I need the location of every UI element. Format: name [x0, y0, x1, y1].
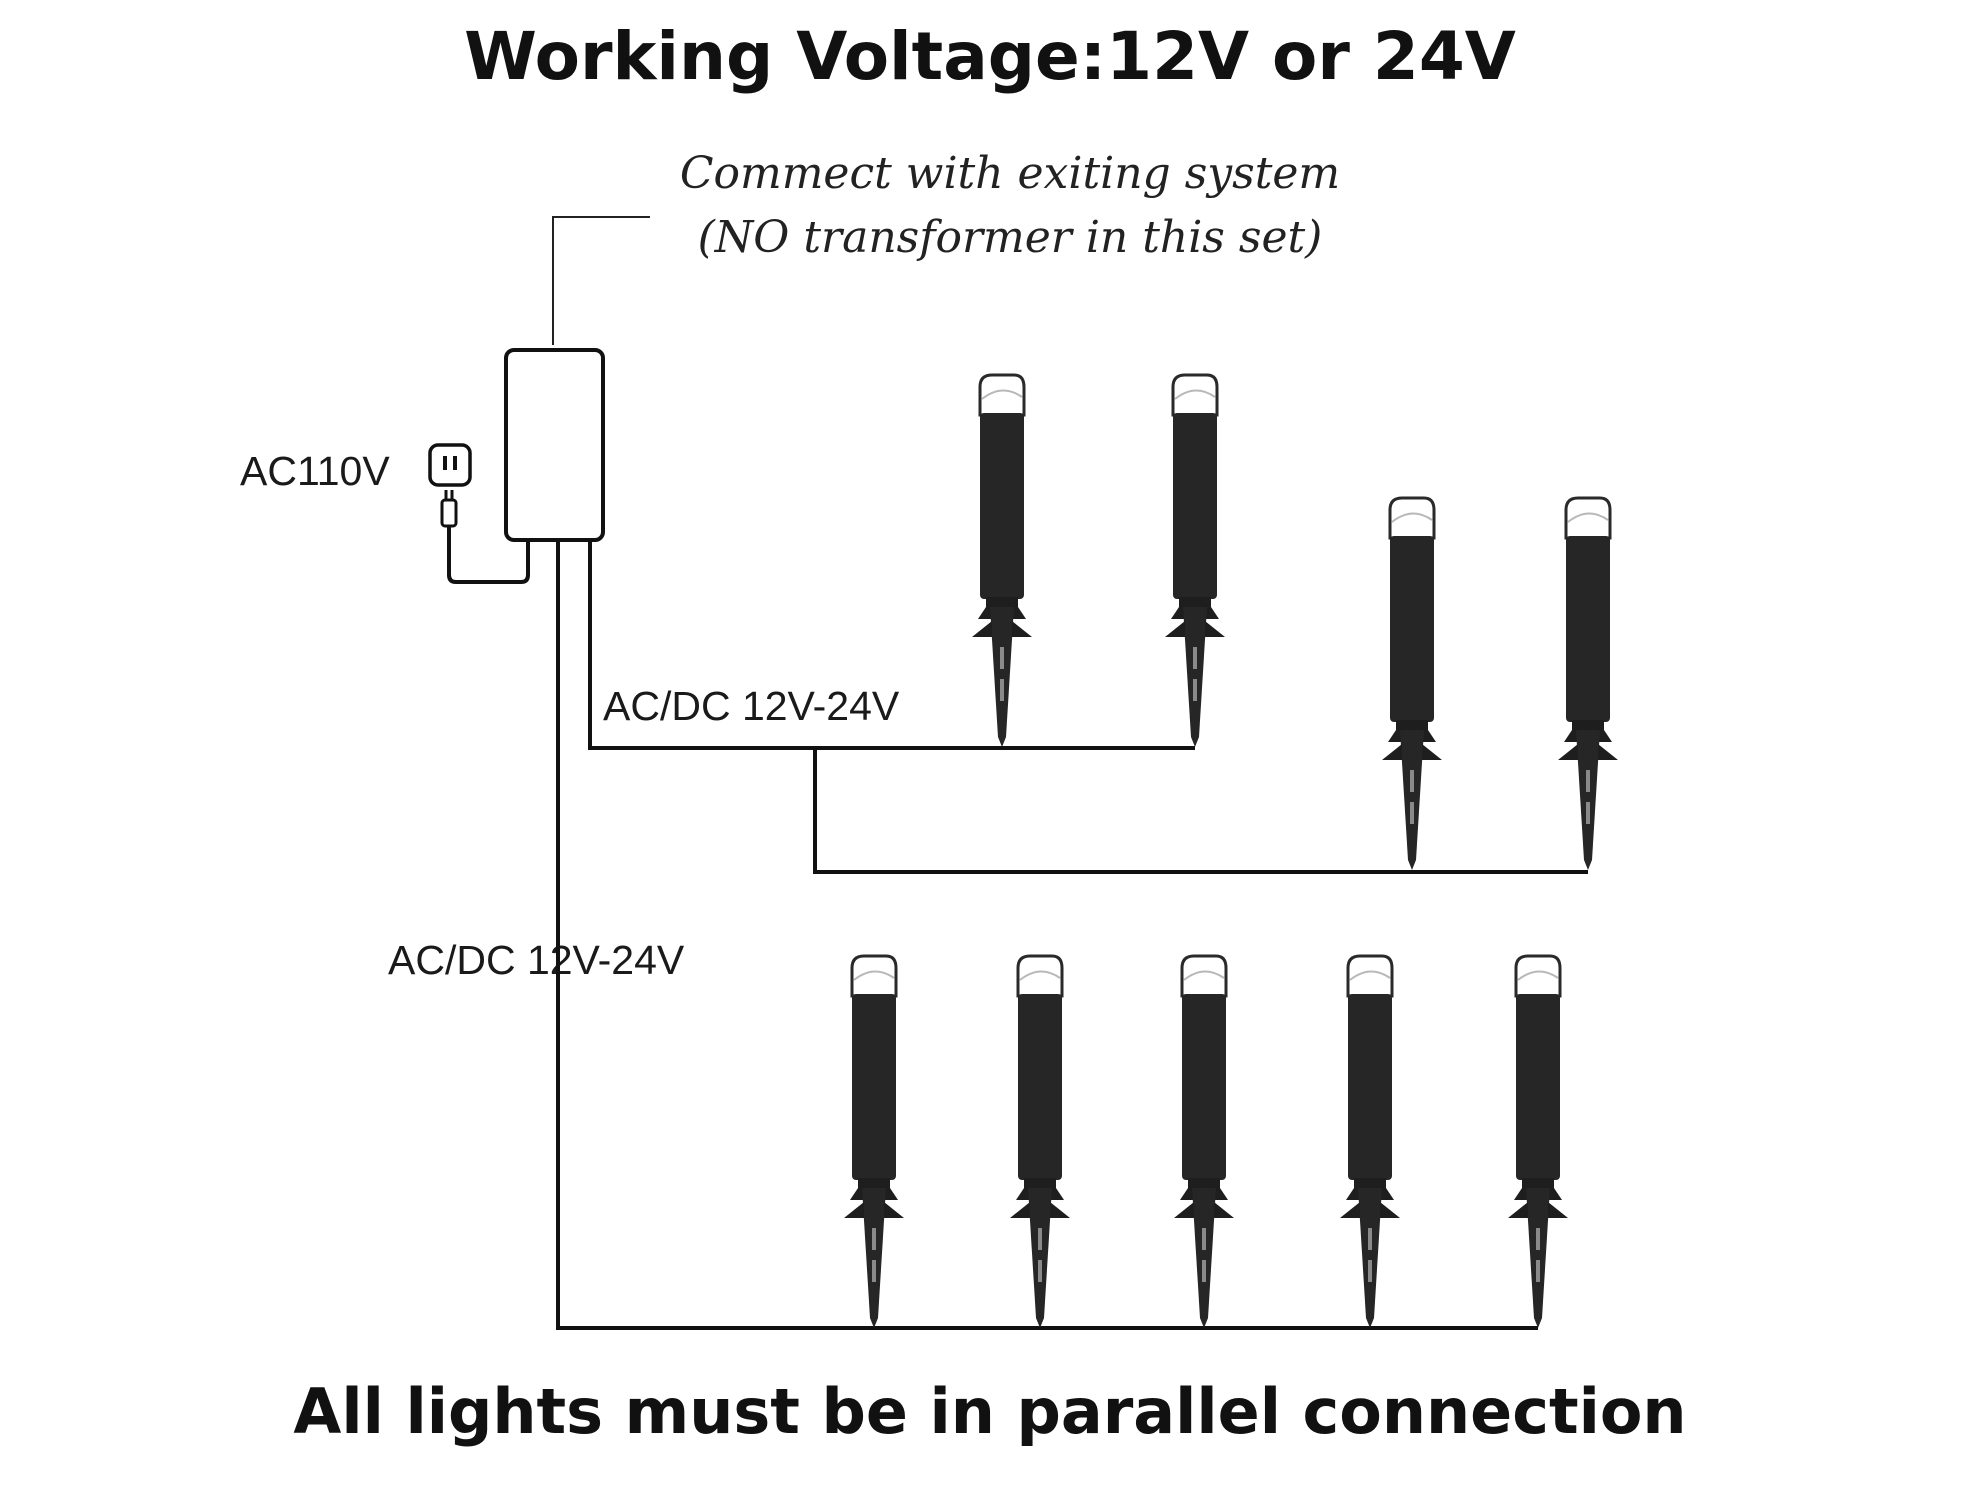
note-leader-line	[552, 216, 650, 345]
power-outlet-icon	[428, 443, 472, 487]
upper-branch-voltage-label: AC/DC 12V-24V	[603, 683, 900, 729]
transformer-box	[504, 348, 605, 542]
lower-branch-wire	[556, 540, 1538, 1330]
garden-light-lower-4	[1338, 954, 1402, 1330]
parallel-connection-footer: All lights must be in parallel connectio…	[293, 1375, 1687, 1448]
power-plug-icon	[440, 490, 458, 528]
connection-note-line-1: Commect with exiting system	[679, 148, 1341, 199]
garden-light-middle-1	[1380, 496, 1444, 872]
diagram-title: Working Voltage:12V or 24V	[464, 18, 1516, 95]
upper-branch-wire	[588, 540, 1195, 750]
garden-light-lower-1	[842, 954, 906, 1330]
garden-light-lower-3	[1172, 954, 1236, 1330]
connection-note-line-2: (NO transformer in this set)	[697, 212, 1323, 263]
garden-light-upper-2	[1163, 373, 1227, 749]
mains-voltage-label: AC110V	[240, 448, 390, 494]
middle-branch-wire	[813, 748, 1588, 874]
lower-branch-voltage-label: AC/DC 12V-24V	[388, 937, 685, 983]
garden-light-lower-5	[1506, 954, 1570, 1330]
plug-cord	[447, 526, 530, 584]
garden-light-upper-1	[970, 373, 1034, 749]
garden-light-middle-2	[1556, 496, 1620, 872]
garden-light-lower-2	[1008, 954, 1072, 1330]
